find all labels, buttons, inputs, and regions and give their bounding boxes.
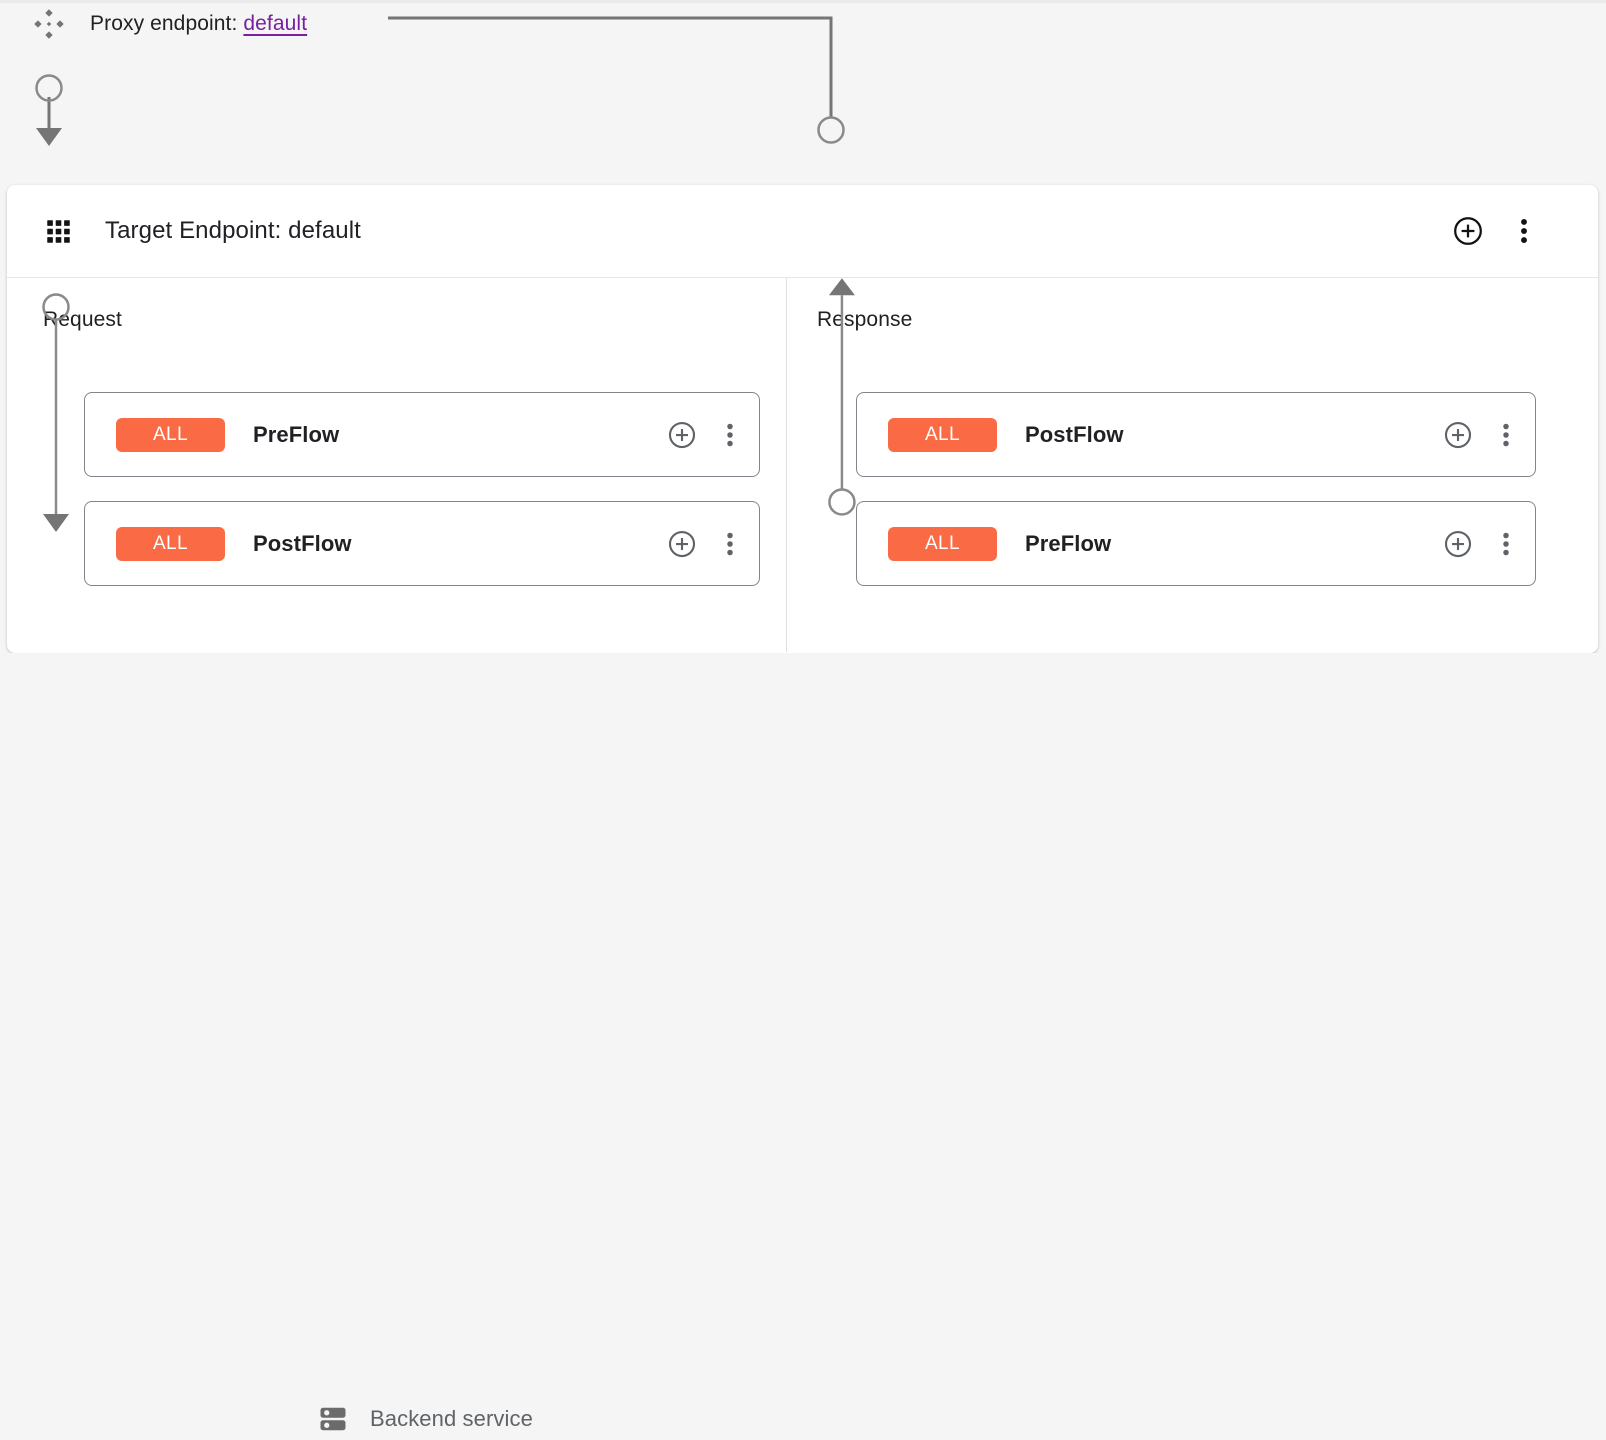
backend-service-row: Backend service: [318, 1398, 533, 1440]
apps-grid-icon: [47, 219, 70, 243]
target-endpoint-panel: Target Endpoint: default Request: [7, 185, 1598, 653]
more-vert-icon[interactable]: [719, 529, 741, 559]
flow-card-label: PreFlow: [253, 421, 340, 447]
response-column-title: Response: [817, 308, 913, 331]
target-endpoint-header-actions: [1452, 215, 1576, 247]
response-rail-end-node: [828, 488, 856, 516]
more-vert-icon[interactable]: [719, 420, 741, 450]
flow-card-actions: [1443, 529, 1517, 559]
request-column-title: Request: [43, 308, 122, 331]
plus-circle-icon[interactable]: [1452, 215, 1484, 247]
flow-columns: Request ALL PreFlow: [7, 278, 1598, 652]
status-badge: ALL: [116, 526, 225, 561]
backend-service-label: Backend service: [370, 1406, 533, 1431]
flow-card-label: PreFlow: [1025, 530, 1112, 556]
plus-circle-icon[interactable]: [1443, 529, 1473, 559]
server-storage-icon: [320, 1407, 346, 1431]
proxy-endpoint-label: Proxy endpoint: default: [90, 12, 307, 36]
flow-card-postflow-request[interactable]: ALL PostFlow: [84, 501, 760, 586]
more-vert-icon[interactable]: [1495, 529, 1517, 559]
response-rail-arrowhead: [828, 278, 855, 296]
proxy-endpoint-label-text: Proxy endpoint:: [90, 12, 238, 35]
backend-canvas-area: Backend service: [0, 653, 1606, 1431]
request-rail-arrowhead: [43, 514, 69, 532]
flow-card-actions: [667, 420, 741, 450]
more-vert-icon[interactable]: [1495, 420, 1517, 450]
flow-card-preflow-response[interactable]: ALL PreFlow: [856, 501, 1536, 586]
plus-circle-icon[interactable]: [1443, 420, 1473, 450]
request-flow-cards: ALL PreFlow: [84, 392, 760, 586]
flow-card-label: PostFlow: [1025, 421, 1124, 447]
status-badge: ALL: [888, 526, 997, 561]
flow-card-actions: [667, 529, 741, 559]
more-vert-icon[interactable]: [1512, 215, 1536, 247]
response-flow-cards: ALL PostFlow: [856, 392, 1536, 586]
flow-card-label: PostFlow: [253, 530, 352, 556]
flow-card-actions: [1443, 420, 1517, 450]
flow-card-preflow-request[interactable]: ALL PreFlow: [84, 392, 760, 477]
top-hairline-divider: [0, 0, 1606, 3]
proxy-endpoint-row: Proxy endpoint: default: [32, 7, 307, 41]
proxy-endpoint-link[interactable]: default: [243, 12, 308, 35]
plus-circle-icon[interactable]: [667, 420, 697, 450]
status-badge: ALL: [116, 417, 225, 452]
request-column: Request ALL PreFlow: [7, 278, 786, 652]
page-title: Target Endpoint: default: [105, 217, 361, 244]
flow-card-postflow-response[interactable]: ALL PostFlow: [856, 392, 1536, 477]
target-endpoint-header: Target Endpoint: default: [7, 185, 1598, 278]
top-canvas-area: Proxy endpoint: default: [0, 0, 1606, 185]
status-badge: ALL: [888, 417, 997, 452]
proxy-endpoint-icon: [34, 9, 64, 39]
response-column: Response ALL PostFlow: [786, 278, 1597, 652]
plus-circle-icon[interactable]: [667, 529, 697, 559]
